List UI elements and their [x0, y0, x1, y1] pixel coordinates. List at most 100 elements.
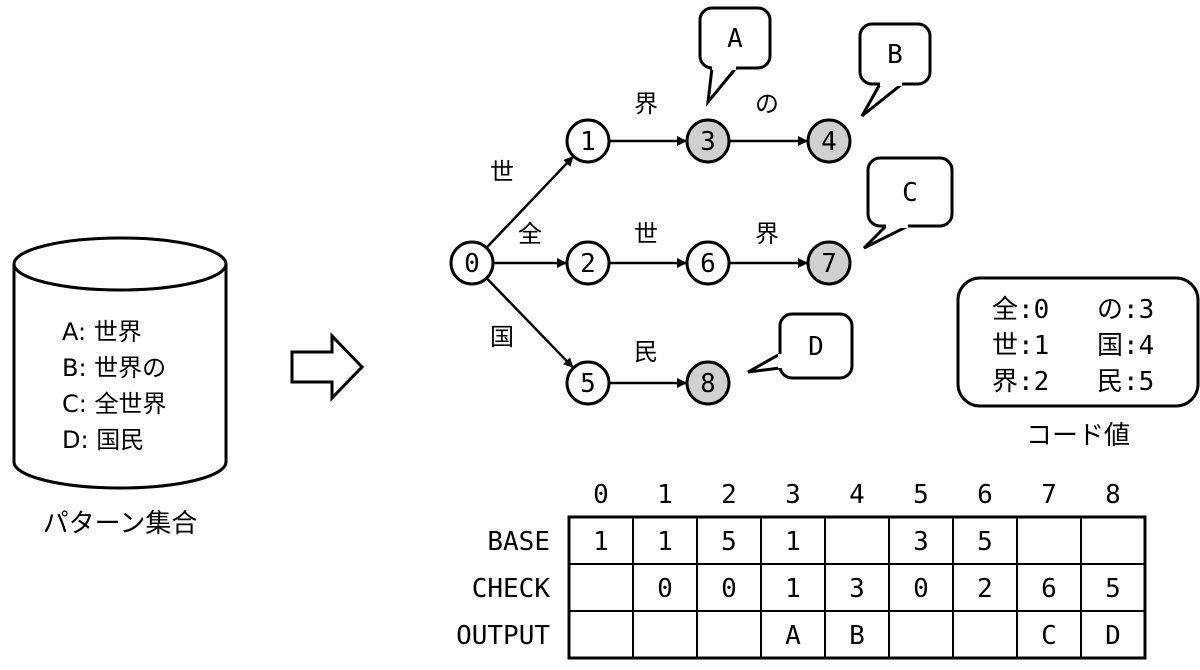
node-id: 5 [580, 369, 596, 399]
code-entry: の:3 [1097, 295, 1154, 325]
table-cell: 2 [977, 574, 993, 604]
table-cell: 1 [785, 574, 801, 604]
edge-label: 民 [634, 338, 658, 366]
table-cell: 0 [913, 574, 929, 604]
cylinder-top [12, 236, 228, 292]
code-entry: 界:2 [992, 367, 1049, 397]
table-cell: 3 [913, 527, 929, 557]
trie-node: 6 [685, 240, 731, 286]
node-id: 4 [821, 127, 837, 157]
bubble-box [778, 312, 854, 380]
trie-node: 8 [685, 360, 731, 406]
right-arrow-icon [290, 332, 365, 402]
table-cell: 1 [593, 527, 609, 557]
cylinder-body [12, 264, 228, 490]
trie-edge [485, 277, 574, 369]
output-bubbles: A B C D [698, 6, 954, 380]
edge-label: 界 [634, 90, 658, 118]
table-cell: 0 [657, 574, 673, 604]
table-border [567, 515, 1147, 660]
pattern-set-caption: パターン集合 [43, 509, 198, 539]
output-label: C [902, 178, 918, 208]
bubble-box [866, 156, 954, 228]
state-circle [565, 118, 611, 164]
node-id: 1 [580, 127, 596, 157]
state-circle [565, 240, 611, 286]
state-circle [449, 240, 495, 286]
accept-state-circle [685, 360, 731, 406]
node-id: 7 [821, 249, 837, 279]
output-label: B [887, 40, 903, 70]
table-cell: 1 [785, 527, 801, 557]
pattern-item: C: 全世界 [62, 390, 166, 418]
output-label: D [808, 332, 824, 362]
edge-label: 界 [755, 220, 779, 248]
pattern-item: D: 国民 [62, 426, 144, 454]
table-cell: 5 [977, 527, 993, 557]
trie-node: 4 [806, 118, 852, 164]
code-values-caption: コード値 [1026, 421, 1130, 451]
table-cell: 6 [1041, 574, 1057, 604]
node-id: 6 [700, 249, 716, 279]
state-circle [685, 240, 731, 286]
trie-edge [485, 156, 574, 249]
row-label: CHECK [472, 574, 551, 604]
trie-node: 7 [806, 240, 852, 286]
accept-state-circle [806, 118, 852, 164]
code-values: 全:0 の:3 世:1 国:4 界:2 民:5 コード値 [956, 276, 1200, 451]
column-index: 8 [1105, 480, 1121, 510]
code-entry: 全:0 [992, 295, 1049, 325]
trie-nodes: 0 1 2 3 4 5 6 7 8 [449, 118, 852, 406]
node-id: 3 [700, 127, 716, 157]
code-entry: 世:1 [992, 331, 1049, 361]
edge-label: 国 [490, 323, 514, 351]
trie-node: 5 [565, 360, 611, 406]
table-cell: D [1105, 621, 1121, 651]
code-entry: 民:5 [1097, 367, 1154, 397]
pattern-set: A: 世界 B: 世界の C: 全世界 D: 国民 パターン集合 [12, 236, 228, 539]
trie-node: 2 [565, 240, 611, 286]
output-bubble: A [698, 6, 772, 107]
output-bubble: C [862, 156, 954, 250]
column-index: 2 [721, 480, 737, 510]
trie-edge-labels: 世全国界の世界民 [490, 90, 779, 366]
column-index: 7 [1041, 480, 1057, 510]
code-values-box [956, 276, 1200, 408]
pattern-item: A: 世界 [62, 318, 142, 346]
table-cell: 5 [721, 527, 737, 557]
bubble-tail [862, 224, 909, 250]
trie-node: 1 [565, 118, 611, 164]
column-index: 1 [657, 480, 673, 510]
table-cell: C [1041, 621, 1057, 651]
accept-state-circle [806, 240, 852, 286]
table-cell: A [785, 621, 801, 651]
node-id: 0 [464, 249, 480, 279]
code-entry: 国:4 [1097, 331, 1154, 361]
row-label: BASE [487, 527, 550, 557]
column-index: 3 [785, 480, 801, 510]
column-index: 5 [913, 480, 929, 510]
column-index: 4 [849, 480, 865, 510]
output-bubble: D [747, 312, 854, 380]
node-id: 2 [580, 249, 596, 279]
pattern-item: B: 世界の [62, 354, 166, 382]
table-cell: 1 [657, 527, 673, 557]
column-index: 0 [593, 480, 609, 510]
node-id: 8 [700, 369, 716, 399]
row-label: OUTPUT [456, 621, 550, 651]
trie-edges [485, 136, 808, 388]
table-cell: B [849, 621, 865, 651]
trie-node: 0 [449, 240, 495, 286]
bubble-tail [705, 66, 740, 107]
table-cell: 3 [849, 574, 865, 604]
edge-label: の [755, 90, 779, 118]
state-circle [565, 360, 611, 406]
bubble-tail [747, 351, 782, 374]
accept-state-circle [685, 118, 731, 164]
table-cell: 0 [721, 574, 737, 604]
output-label: A [727, 24, 743, 54]
output-bubble: B [858, 22, 932, 118]
edge-label: 全 [518, 220, 542, 248]
